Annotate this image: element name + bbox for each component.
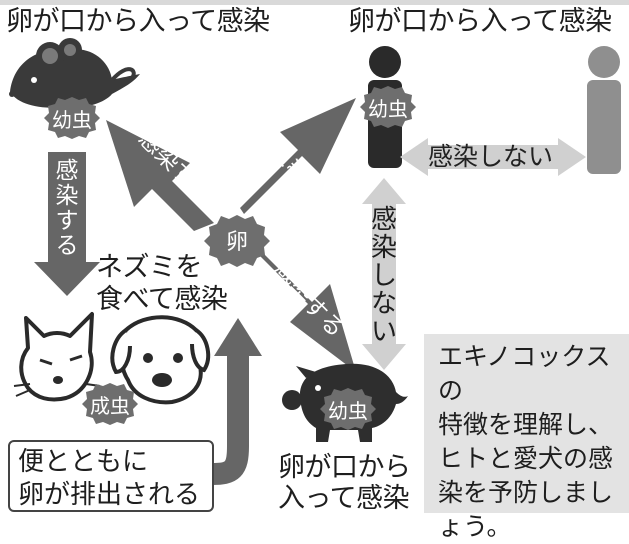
vchar-1: 感	[370, 205, 397, 235]
human-uninfected-icon	[587, 46, 621, 174]
vchar-4: な	[370, 289, 397, 319]
larva-badge-mouse: 幼虫	[44, 97, 100, 139]
arrow-label-mouse-fox-3: す	[56, 208, 79, 234]
vchar-3: し	[370, 261, 397, 291]
note-line-4: 染を予防しまし	[438, 478, 614, 507]
caption-pig-line1: 卵が口から	[278, 452, 411, 483]
lifecycle-diagram: 幼虫 幼虫 感染する 感染する 感染する 感 染 す る	[9, 38, 621, 485]
vchar-5: い	[370, 317, 397, 347]
vchar-2: 染	[370, 233, 397, 263]
fox-icon	[13, 312, 101, 402]
larva-label-pig: 幼虫	[328, 399, 368, 423]
caption-pig-infection: 卵が口から 入って感染	[278, 452, 411, 514]
label-human-no-infection: 感染しない	[428, 142, 554, 171]
caption-fox-line1: ネズミを	[96, 252, 203, 283]
larva-label-human: 幼虫	[368, 97, 408, 121]
dog-icon	[110, 315, 211, 405]
mouse-icon	[9, 38, 140, 109]
note-line-3: ヒトと愛犬の感	[438, 444, 614, 473]
callout-line1: 便とともに	[18, 447, 149, 477]
arrow-label-mouse-fox-2: 染	[56, 183, 79, 209]
egg-badge: 卵	[204, 215, 270, 267]
caption-mouse-infection: 卵が口から入って感染	[6, 6, 270, 37]
arrow-label-mouse-fox-4: る	[56, 233, 79, 259]
caption-human-infection: 卵が口から入って感染	[348, 6, 612, 37]
callout-line2: 卵が排出される	[18, 480, 201, 510]
arrow-pig-to-human	[362, 178, 406, 370]
caption-pig-line2: 入って感染	[278, 483, 410, 514]
caption-fox-infection: ネズミを 食べて感染	[96, 252, 228, 316]
note-line-2: 特徴を理解し、	[438, 410, 614, 439]
arrow-human-to-human	[400, 138, 586, 176]
label-pig-human-no-infection: 感 染 し な い	[370, 206, 398, 346]
prevention-note: エキノコックスの 特徴を理解し、 ヒトと愛犬の感 染を予防しまし ょう。	[424, 334, 629, 541]
arrow-egg-to-mouse: 感染する	[106, 120, 217, 231]
adult-badge-fox: 成虫	[82, 383, 138, 425]
adult-label-fox: 成虫	[90, 394, 130, 418]
larva-label-mouse: 幼虫	[52, 108, 92, 132]
arrow-mouse-to-fox: 感 染 す る	[34, 152, 100, 296]
larva-badge-human: 幼虫	[360, 86, 416, 128]
caption-fox-line2: 食べて感染	[96, 284, 228, 315]
note-line-5: ょう。	[438, 512, 512, 541]
top-divider	[0, 0, 629, 5]
arrow-label-mouse-fox-1: 感	[56, 158, 79, 184]
arrow-egg-to-human: 感染する	[240, 98, 356, 214]
arrow-egg-to-pig: 感染する	[258, 252, 356, 372]
larva-badge-pig: 幼虫	[320, 388, 376, 430]
feces-callout: 便とともに 卵が排出される	[8, 440, 214, 512]
arrow-feces-to-egg	[211, 318, 262, 485]
egg-label: 卵	[226, 230, 248, 255]
note-line-1: エキノコックスの	[438, 342, 611, 405]
